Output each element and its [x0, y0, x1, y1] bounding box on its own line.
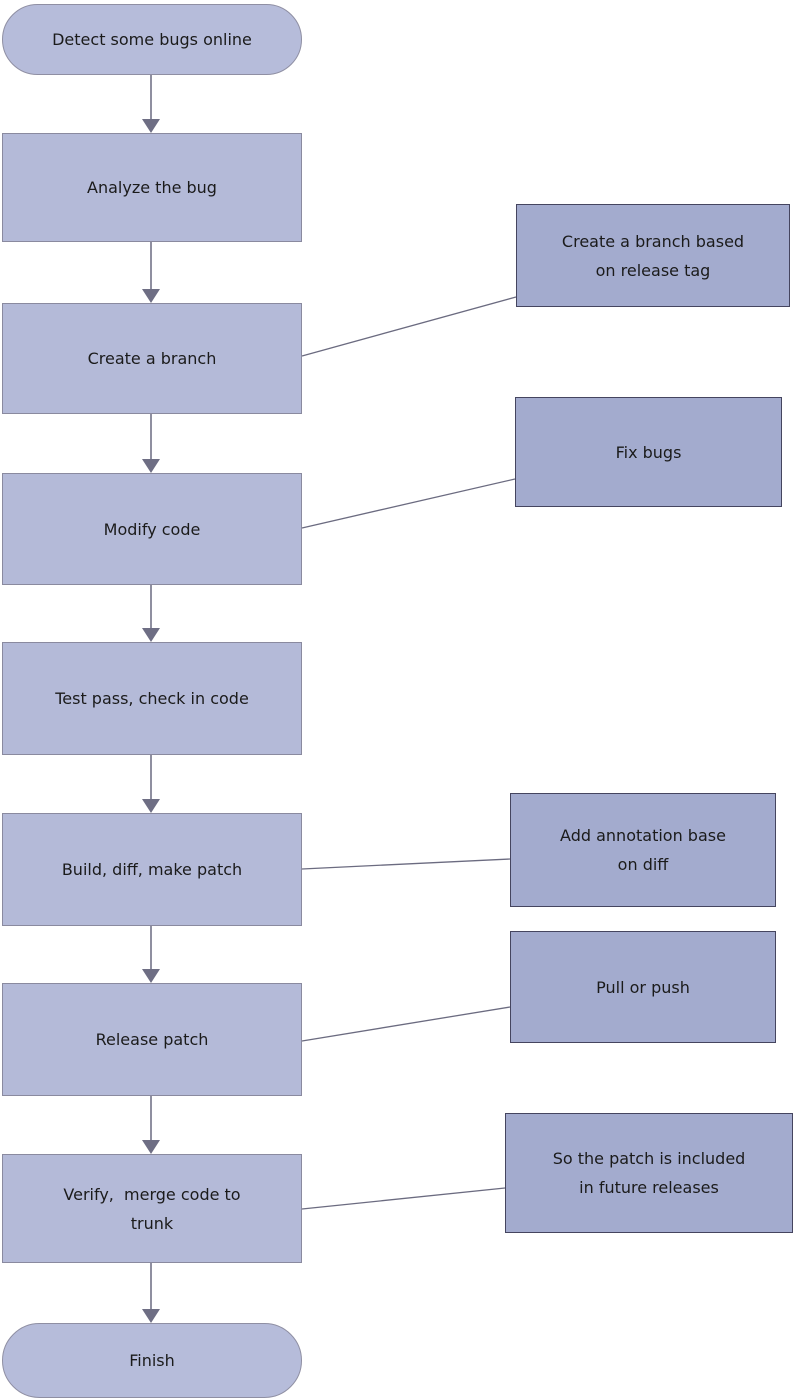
- connector-create-branch-note: [301, 296, 517, 357]
- arrowhead-icon: [142, 1140, 160, 1154]
- node-label: Modify code: [103, 519, 201, 539]
- connector-fix-bugs-note: [301, 478, 516, 529]
- arrow-modify-code-to-test-pass: [142, 585, 160, 642]
- arrow-start-to-analyze: [142, 75, 160, 133]
- arrowhead-icon: [142, 1309, 160, 1323]
- connector-future-releases-note: [301, 1187, 506, 1210]
- node-modify-code: Modify code: [2, 473, 302, 585]
- annotation-label: Add annotation base on diff: [560, 826, 726, 874]
- arrowhead-icon: [142, 289, 160, 303]
- annotation-patch-included-in-future-releases: So the patch is included in future relea…: [505, 1113, 793, 1233]
- node-test-pass-check-in-code: Test pass, check in code: [2, 642, 302, 755]
- arrow-build-patch-to-release-patch: [142, 926, 160, 983]
- arrow-test-pass-to-build-patch: [142, 755, 160, 813]
- arrow-release-patch-to-verify-merge: [142, 1096, 160, 1154]
- connector-add-annotation-note: [301, 858, 511, 870]
- node-start-terminator: Detect some bugs online: [2, 4, 302, 75]
- node-verify-merge-code-to-trunk: Verify, merge code to trunk: [2, 1154, 302, 1263]
- arrow-create-branch-to-modify-code: [142, 414, 160, 473]
- annotation-label: Pull or push: [596, 977, 690, 997]
- node-label: Analyze the bug: [87, 178, 217, 197]
- node-label: Release patch: [95, 1030, 209, 1049]
- node-build-diff-make-patch: Build, diff, make patch: [2, 813, 302, 926]
- node-label: Detect some bugs online: [52, 30, 252, 49]
- arrowhead-icon: [142, 119, 160, 133]
- annotation-create-branch-based-on-release-tag: Create a branch based on release tag: [516, 204, 790, 307]
- node-label: Build, diff, make patch: [61, 860, 243, 879]
- annotation-label: Fix bugs: [615, 442, 682, 462]
- annotation-add-annotation-base-on-diff: Add annotation base on diff: [510, 793, 776, 907]
- node-create-a-branch: Create a branch: [2, 303, 302, 414]
- node-analyze-the-bug: Analyze the bug: [2, 133, 302, 242]
- node-release-patch: Release patch: [2, 983, 302, 1096]
- annotation-fix-bugs: Fix bugs: [515, 397, 782, 507]
- arrowhead-icon: [142, 969, 160, 983]
- connector-pull-push-note: [301, 1006, 511, 1042]
- arrow-verify-merge-to-finish: [142, 1263, 160, 1323]
- node-label: Finish: [129, 1351, 175, 1370]
- node-finish-terminator: Finish: [2, 1323, 302, 1398]
- node-label: Verify, merge code to trunk: [63, 1184, 241, 1233]
- node-label: Create a branch: [87, 349, 217, 368]
- annotation-label: Create a branch based on release tag: [561, 231, 745, 280]
- arrow-analyze-to-create-branch: [142, 242, 160, 303]
- arrowhead-icon: [142, 628, 160, 642]
- node-label: Test pass, check in code: [55, 689, 249, 708]
- annotation-label: So the patch is included in future relea…: [552, 1149, 746, 1197]
- annotation-pull-or-push: Pull or push: [510, 931, 776, 1043]
- arrowhead-icon: [142, 799, 160, 813]
- arrowhead-icon: [142, 459, 160, 473]
